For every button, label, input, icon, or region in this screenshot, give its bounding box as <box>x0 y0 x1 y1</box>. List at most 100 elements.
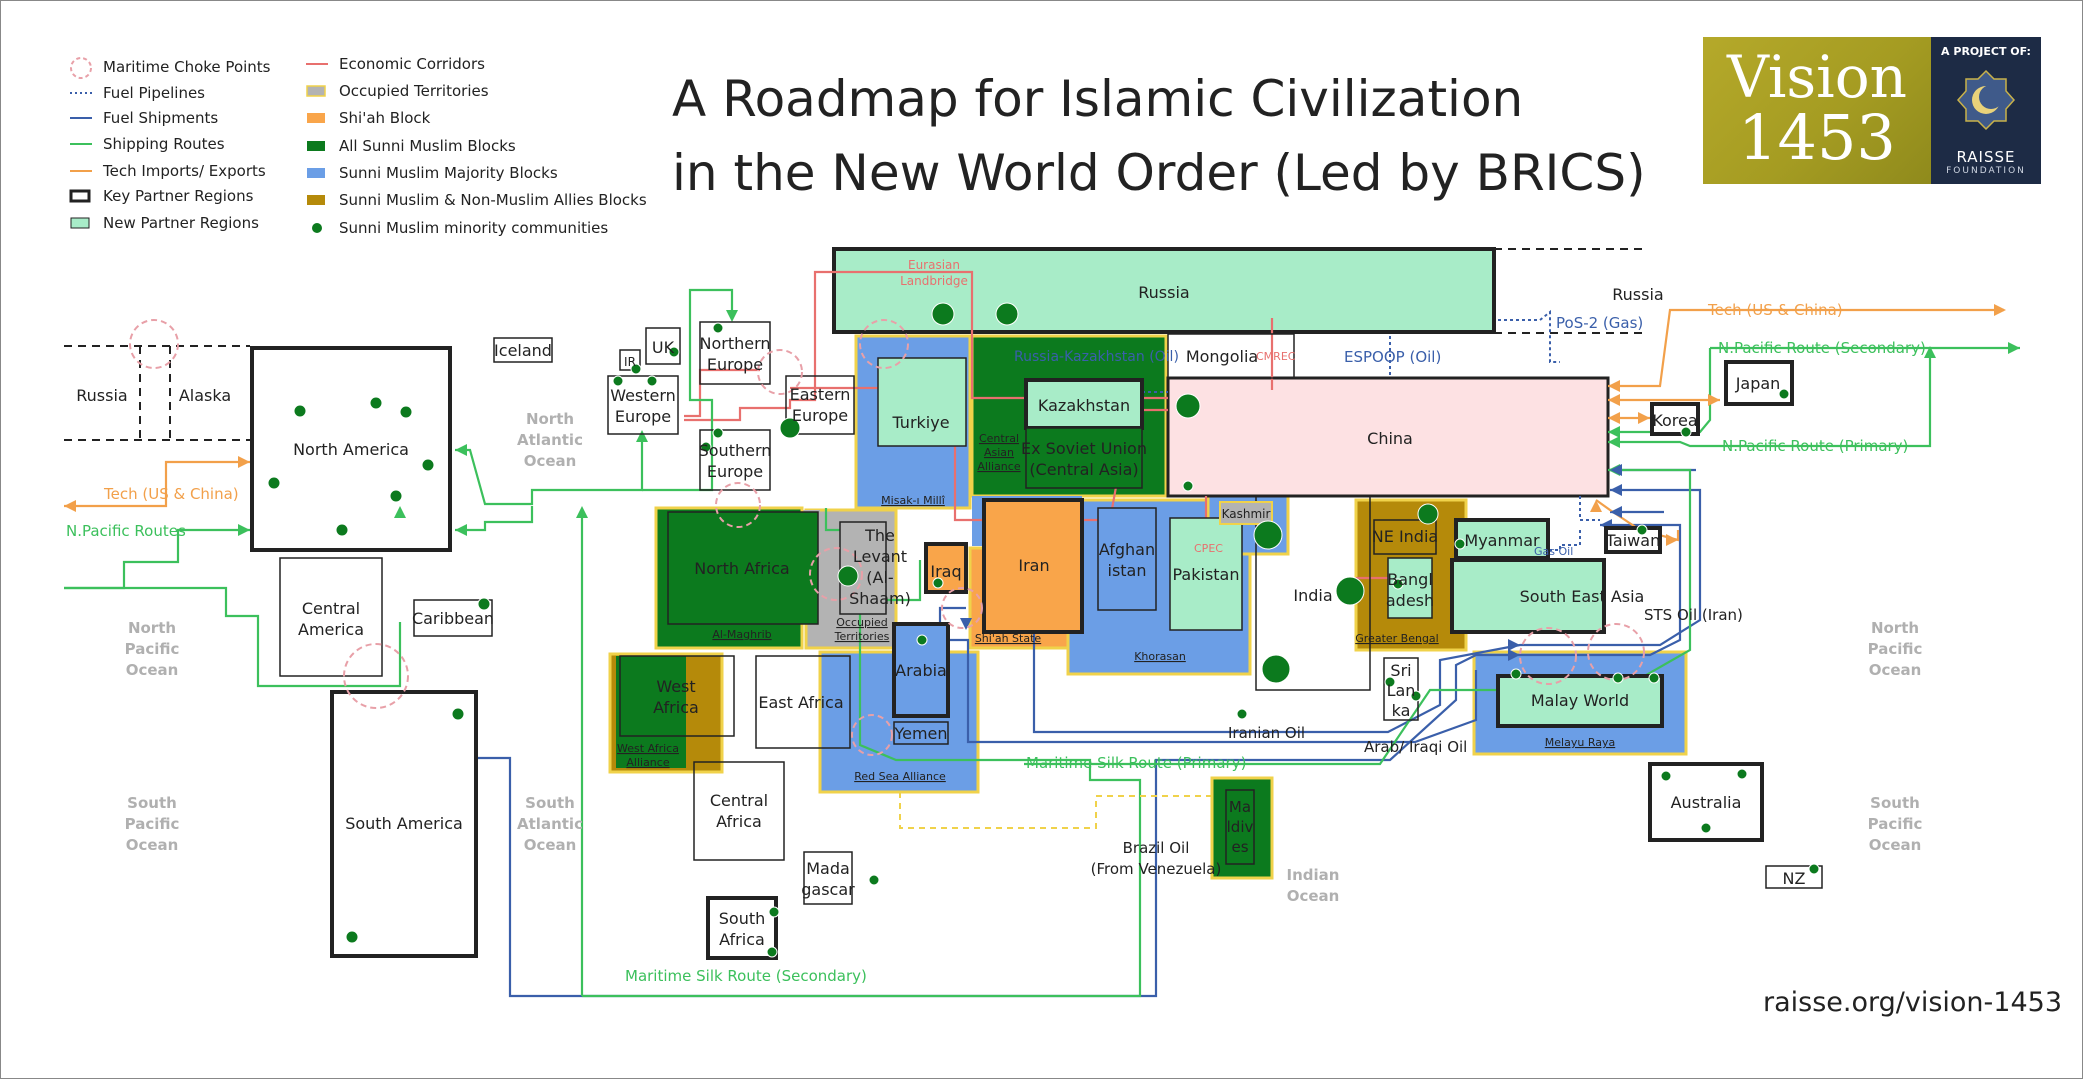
region-central-america <box>279 557 383 677</box>
legend-label-choke: Maritime Choke Points <box>103 58 271 76</box>
legend-label-econ: Economic Corridors <box>339 55 485 73</box>
fuel-pipelines <box>1097 309 1600 551</box>
region-ne-india <box>1373 519 1437 555</box>
label-kazakhstan: Kazakhstan <box>1038 396 1130 415</box>
label-russia-far: Russia <box>1612 285 1663 304</box>
region-east-africa <box>755 655 851 749</box>
label-np-secondary: N.Pacific Route (Secondary) <box>1718 339 1926 357</box>
dashed-yellow-route <box>899 792 1212 829</box>
region-south-east-asia <box>1450 558 1606 634</box>
region-ex-soviet <box>1025 427 1143 489</box>
label-nz: NZ <box>1783 869 1806 888</box>
region-eastern-europe <box>785 375 855 435</box>
region-west-africa <box>619 655 735 737</box>
footer-url[interactable]: raisse.org/vision-1453 <box>1763 987 2062 1018</box>
label-pakistan: Pakistan <box>1173 565 1240 584</box>
legend-label-sunni: All Sunni Muslim Blocks <box>339 137 516 155</box>
label-north-africa: North Africa <box>694 559 789 578</box>
label-iraq: Iraq <box>930 562 961 581</box>
legend-label-tech: Tech Imports/ Exports <box>103 162 266 180</box>
label-sts-oil: STS Oil (Iran) <box>1644 606 1743 624</box>
label-shiah-state: Shi'ah State <box>975 632 1042 645</box>
label-cpec: CPEC <box>1194 542 1223 555</box>
region-central-africa <box>693 761 785 861</box>
legend-label-shia: Shi'ah Block <box>339 109 431 127</box>
choke-bering <box>129 319 179 369</box>
logo-panel-right: A PROJECT OF: RAISSE FOUNDATION <box>1931 37 2041 184</box>
region-madagascar <box>803 851 853 905</box>
legend-label-occ: Occupied Territories <box>339 82 489 100</box>
logo-project-label: A PROJECT OF: <box>1941 45 2031 58</box>
region-china <box>1166 376 1610 498</box>
region-caribbean <box>413 599 493 637</box>
page-title: A Roadmap for Islamic Civilization in th… <box>672 62 1646 210</box>
region-north-africa <box>667 511 819 625</box>
choke-malacca <box>1519 627 1577 685</box>
label-msr-primary: Maritime Silk Route (Primary) <box>1026 754 1246 772</box>
label-red-sea-alliance: Red Sea Alliance <box>854 770 946 783</box>
label-tech-west: Tech (US & China) <box>103 485 239 503</box>
region-japan <box>1724 360 1794 406</box>
region-north-america <box>250 346 452 552</box>
choke-baltic <box>757 349 803 395</box>
legend-swatch-sunni <box>307 141 325 151</box>
label-ir: IR <box>624 355 636 369</box>
label-iran: Iran <box>1018 556 1049 575</box>
region-labels: Russia Russia Russia Alaska North Americ… <box>76 283 1805 949</box>
label-russia: Russia <box>1138 283 1189 302</box>
region-myanmar <box>1454 518 1550 560</box>
logo-word: Vision <box>1726 43 1907 111</box>
legend-swatch-comm <box>312 223 322 233</box>
region-iraq <box>924 542 968 594</box>
label-russia-kazakhstan: Russia-Kazakhstan (Oil) <box>1014 349 1179 365</box>
block-west-africa-green <box>616 656 686 768</box>
logo-year: 1453 <box>1738 101 1896 174</box>
label-alaska: Alaska <box>179 386 231 405</box>
label-np-primary: N.Pacific Route (Primary) <box>1722 437 1908 455</box>
title-line-1: A Roadmap for Islamic Civilization <box>672 70 1524 128</box>
legend-label-comm: Sunni Muslim minority communities <box>339 219 609 237</box>
region-maldives <box>1225 789 1255 865</box>
label-north-america: North America <box>293 440 409 459</box>
legend-swatch-tech <box>70 170 92 172</box>
label-caribbean: Caribbean <box>412 609 494 628</box>
label-kashmir: Kashmir <box>1222 507 1271 521</box>
label-arab-iraqi-oil: Arab/ Iraqi Oil <box>1364 738 1467 756</box>
title-line-2: in the New World Order (Led by BRICS) <box>672 144 1646 202</box>
label-np-routes: N.Pacific Routes <box>66 522 186 540</box>
choke-suez <box>809 547 863 601</box>
region-sri-lanka <box>1383 657 1419 721</box>
region-ir <box>619 349 641 371</box>
label-mongolia: Mongolia <box>1186 347 1258 366</box>
label-japan: Japan <box>1735 374 1781 393</box>
shipping-routes <box>64 288 2020 998</box>
legend-swatch-keyp <box>69 189 91 203</box>
label-china: China <box>1367 429 1413 448</box>
choke-hormuz <box>941 587 983 629</box>
region-uk <box>645 327 681 365</box>
legend-swatch-occ <box>306 85 326 97</box>
label-australia: Australia <box>1671 793 1742 812</box>
region-taiwan <box>1604 526 1662 554</box>
legend-swatch-newp <box>70 217 90 229</box>
region-mongolia <box>1167 333 1295 379</box>
